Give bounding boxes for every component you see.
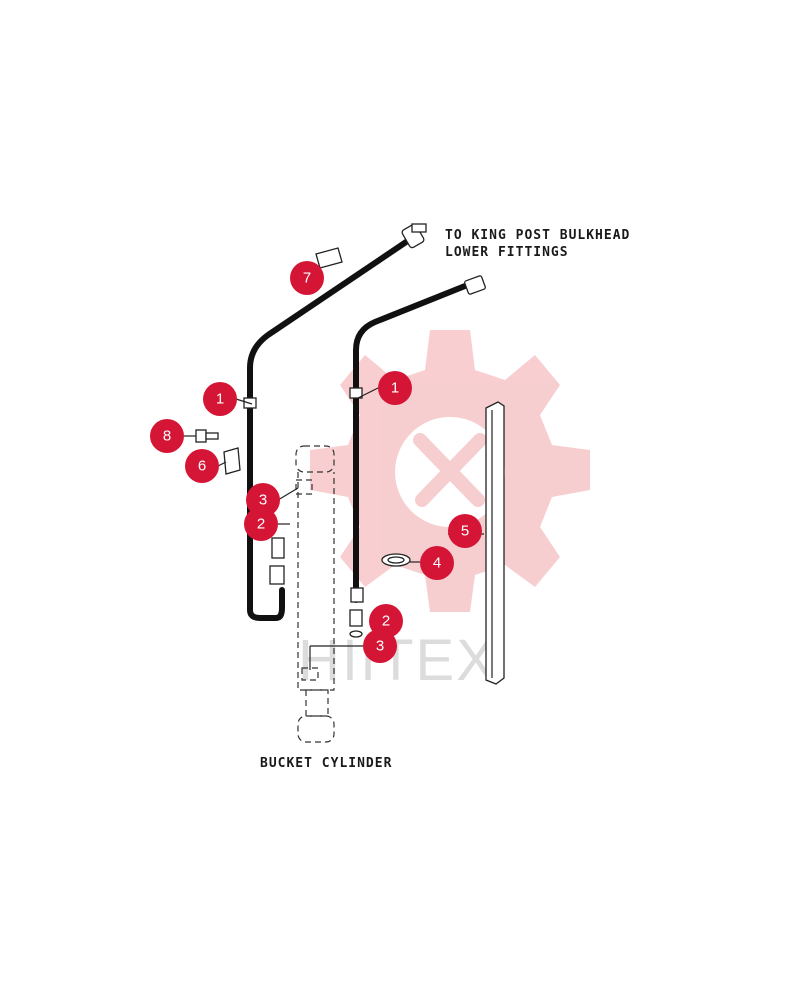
callout-6[interactable]: 6: [185, 449, 219, 483]
callout-3-right[interactable]: 3: [363, 629, 397, 663]
watermark-gear-icon: [310, 330, 590, 612]
svg-text:8: 8: [163, 428, 171, 445]
svg-text:1: 1: [216, 391, 224, 408]
svg-text:5: 5: [461, 523, 469, 540]
right-hose: [349, 275, 486, 603]
svg-text:4: 4: [433, 555, 441, 572]
bolt-part: [195, 429, 219, 443]
clip-part: [315, 247, 343, 269]
callout-8[interactable]: 8: [150, 419, 184, 453]
svg-text:6: 6: [198, 458, 206, 475]
destination-label-line1: TO KING POST BULKHEAD: [445, 228, 630, 243]
svg-text:2: 2: [257, 516, 265, 533]
svg-text:1: 1: [391, 380, 399, 397]
svg-text:2: 2: [382, 613, 390, 630]
destination-label-line2: LOWER FITTINGS: [445, 245, 569, 260]
callout-2-left[interactable]: 2: [244, 507, 278, 541]
right-fittings: [349, 609, 363, 638]
callout-5[interactable]: 5: [448, 514, 482, 548]
bucket-cylinder: [295, 445, 335, 743]
hose-clamp: [381, 553, 411, 567]
support-bar: [485, 401, 505, 685]
callout-4[interactable]: 4: [420, 546, 454, 580]
callout-1-left[interactable]: 1: [203, 382, 237, 416]
bucket-cylinder-label: BUCKET CYLINDER: [260, 756, 392, 771]
watermark-text: HIITEX: [298, 628, 497, 693]
svg-text:3: 3: [259, 492, 267, 509]
left-fittings: [269, 537, 285, 585]
bracket-part: [223, 447, 241, 475]
svg-text:3: 3: [376, 638, 384, 655]
callout-1-right[interactable]: 1: [378, 371, 412, 405]
svg-text:7: 7: [303, 270, 311, 287]
callout-7[interactable]: 7: [290, 261, 324, 295]
